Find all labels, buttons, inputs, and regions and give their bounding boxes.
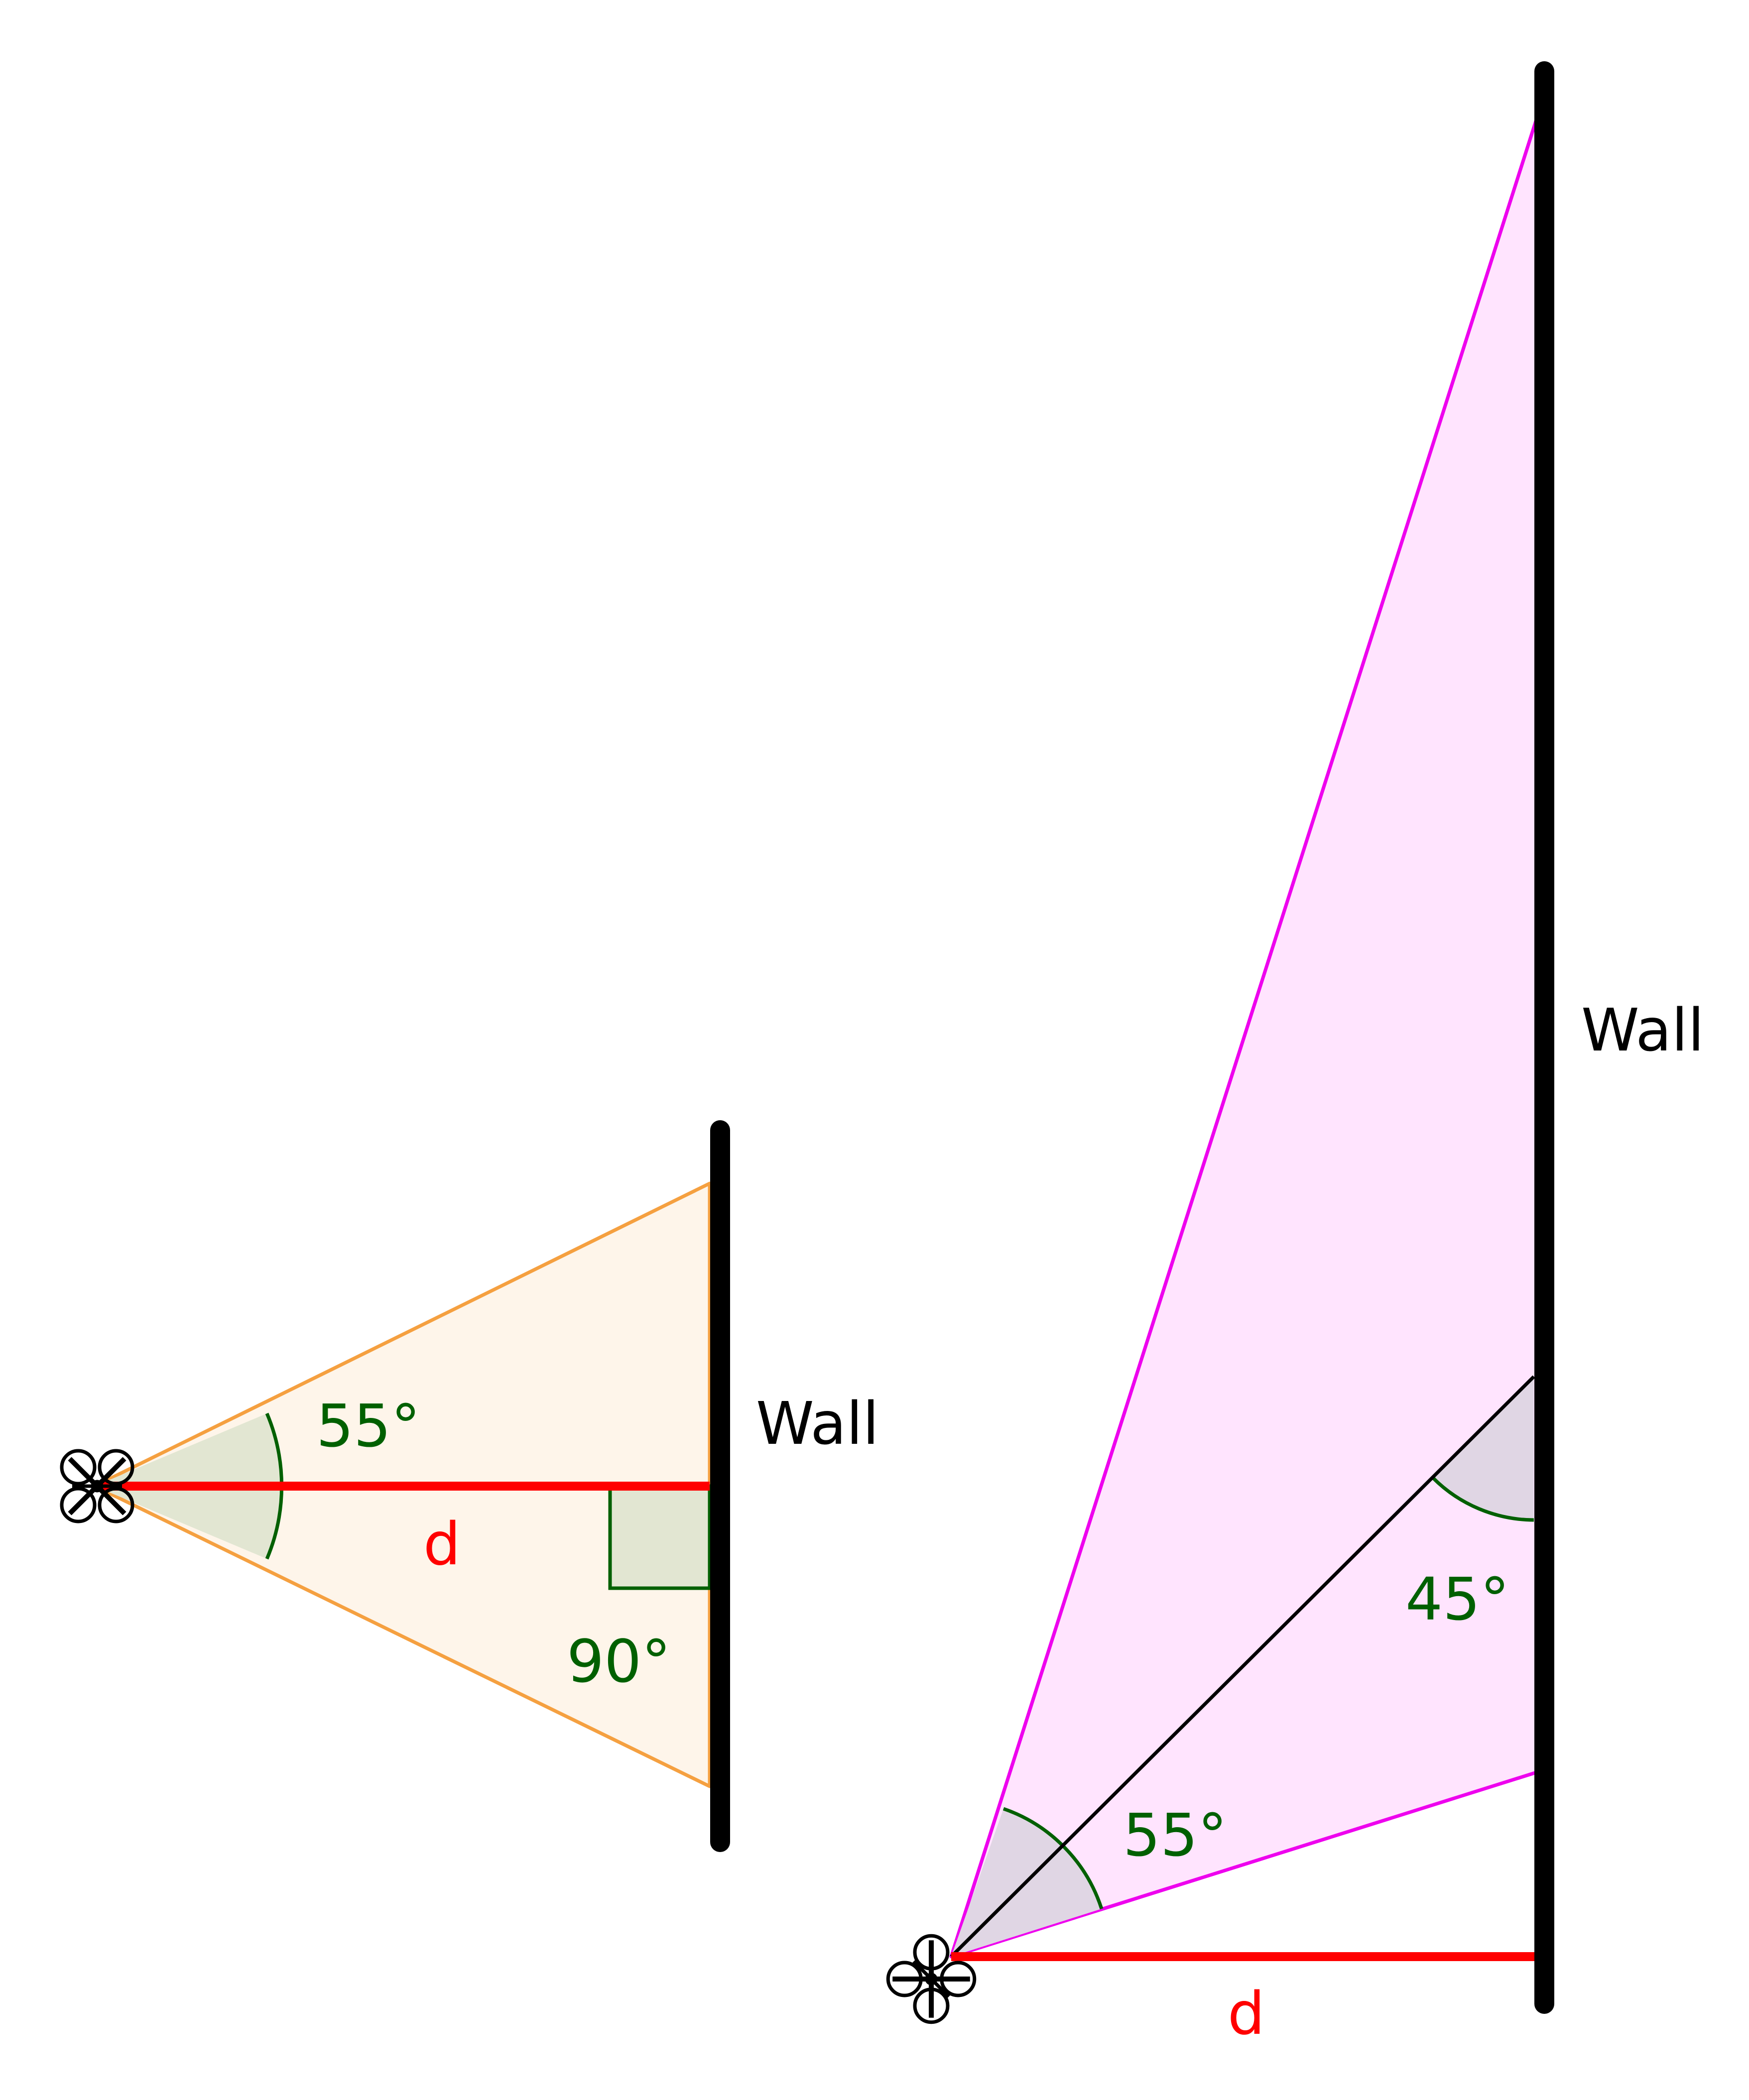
left-distance-label: d xyxy=(423,1510,461,1578)
left-wall-label: Wall xyxy=(756,1389,879,1458)
drone-icon xyxy=(886,1934,977,2024)
right-distance-label: d xyxy=(1228,1979,1265,2048)
right-camera-axis xyxy=(950,1375,1535,1958)
right-fov-angle-arc xyxy=(1002,1807,1104,1910)
right-wall-label: Wall xyxy=(1581,996,1704,1064)
right-tilt-angle-label: 45° xyxy=(1405,1565,1509,1633)
left-fov-angle-label: 55° xyxy=(316,1392,420,1460)
right-panel: 45° 55° d Wall xyxy=(886,61,1704,2048)
right-fov-angle-label: 55° xyxy=(1123,1801,1227,1869)
right-fov-area xyxy=(949,117,1538,1959)
left-right-angle-label: 90° xyxy=(567,1627,671,1696)
left-panel: 55° d 90° Wall xyxy=(60,1120,879,1852)
right-tilt-angle-arc xyxy=(1431,1476,1534,1522)
right-tilt-angle-sector xyxy=(1433,1377,1534,1520)
left-right-angle-marker xyxy=(608,1484,712,1590)
drone-icon xyxy=(60,1449,134,1523)
